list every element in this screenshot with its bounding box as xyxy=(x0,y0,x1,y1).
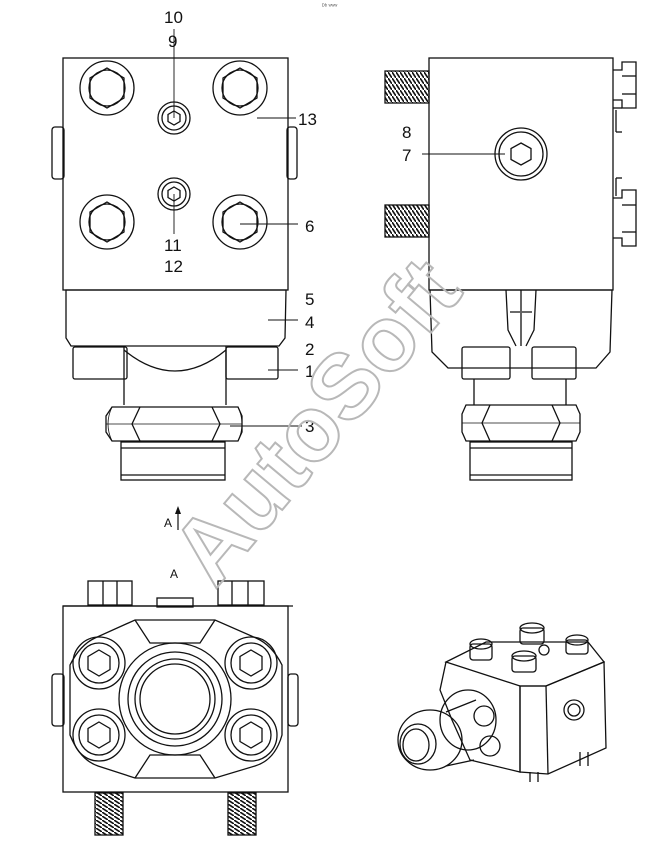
hex-nut xyxy=(105,406,243,442)
callout-13: 13 xyxy=(298,110,317,129)
header-mark: ᴰᵇ ʷʷʷ xyxy=(322,3,337,10)
view-arrow-label: A xyxy=(164,516,172,530)
callout-5: 5 xyxy=(305,290,314,309)
callout-4: 4 xyxy=(305,313,314,332)
callout-11: 11 xyxy=(164,236,182,255)
front-view xyxy=(51,29,302,481)
threaded-stud-lower xyxy=(384,204,430,238)
leader-lines-front xyxy=(173,29,302,427)
watermark: AutoSoft xyxy=(152,240,480,603)
view-arrow xyxy=(175,506,181,530)
view-label: A xyxy=(170,567,178,581)
side-block xyxy=(428,57,614,291)
valve-block xyxy=(62,57,289,291)
callout-6: 6 xyxy=(305,217,314,236)
bolt-bottom-left xyxy=(79,194,135,250)
isometric-view xyxy=(397,622,607,782)
lower-body xyxy=(65,289,287,347)
threaded-stud-bottom-right xyxy=(227,792,257,836)
callout-8: 8 xyxy=(402,123,411,142)
callout-10: 10 xyxy=(164,8,183,27)
callout-9: 9 xyxy=(168,32,177,51)
callout-12: 12 xyxy=(164,257,183,276)
bolt-top-left xyxy=(79,60,135,116)
bolt-top-right xyxy=(212,60,268,116)
threaded-stud-upper xyxy=(384,70,430,104)
callout-3: 3 xyxy=(305,417,314,436)
bottom-view-a xyxy=(51,580,299,836)
callout-2: 2 xyxy=(305,340,314,359)
bolt-bottom-right xyxy=(212,194,268,250)
callout-1: 1 xyxy=(305,362,314,381)
callout-7: 7 xyxy=(402,146,411,165)
side-view xyxy=(384,57,637,481)
threaded-stud-bottom-left xyxy=(94,792,124,836)
